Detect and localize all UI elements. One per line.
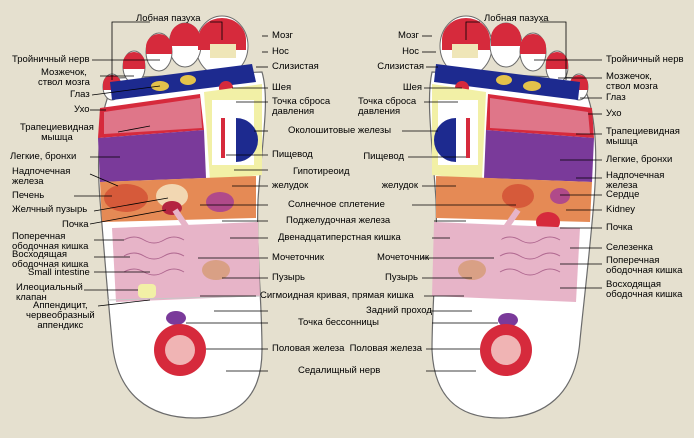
label-frontal-sinus-right: Лобная пазуха: [484, 13, 549, 24]
label-bladder-right: Пузырь: [385, 272, 418, 283]
label-stomach-right: желудок: [381, 180, 418, 191]
label-solar-plexus: Солнечное сплетение: [288, 199, 385, 210]
label-kidney-left: Почка: [62, 219, 89, 230]
label-esophagus-right: Пищевод: [363, 151, 404, 162]
label-genital-right: Половая железа: [349, 343, 422, 354]
label-mucosa-right: Слизистая: [377, 61, 424, 72]
label-ascending-colon-left: Восходящая ободочная кишка: [12, 249, 89, 270]
label-ureter-left: Мочеточник: [272, 252, 324, 263]
label-bladder-left: Пузырь: [272, 272, 305, 283]
label-appendix: Аппендицит, червеобразный аппендикс: [26, 300, 95, 331]
label-ureter-right: Мочеточник: [377, 252, 429, 263]
label-trapezius-left: Трапециевидная мышца: [20, 122, 94, 143]
label-trapezius-right: Трапециевидная мышца: [606, 126, 680, 147]
label-adrenal-left: Надпочечная железа: [12, 166, 71, 187]
label-lungs-right: Легкие, бронхи: [606, 154, 673, 165]
leader-lines: [74, 21, 602, 372]
label-brain-left: Мозг: [272, 30, 294, 41]
label-transverse-colon-left: Поперечная ободочная кишка: [12, 231, 89, 252]
label-anus: Задний проход: [366, 305, 432, 316]
label-kidney-right: Почка: [606, 222, 633, 233]
label-adrenal-right: Надпочечная железа: [606, 170, 665, 191]
label-heart: Сердце: [606, 189, 640, 200]
label-esophagus-left: Пищевод: [272, 149, 313, 160]
label-ear-right: Ухо: [606, 108, 622, 119]
label-brain-right: Мозг: [397, 30, 419, 41]
label-pancreas: Поджелудочная железа: [286, 215, 391, 226]
label-lungs-left: Легкие, бронхи: [10, 151, 77, 162]
label-liver: Печень: [12, 190, 45, 201]
label-gallbladder: Желчный пузырь: [12, 204, 88, 215]
label-pressure-point-left: Точка сброса давления: [272, 96, 331, 117]
label-stomach-left: желудок: [272, 180, 309, 191]
label-cerebellum-right: Мозжечок, ствол мозга: [606, 71, 658, 92]
label-transverse-colon-right: Поперечная ободочная кишка: [606, 255, 683, 276]
label-kidney-en: Kidney: [606, 204, 636, 215]
label-neck-right: Шея: [402, 82, 422, 93]
label-sciatic: Седалищный нерв: [298, 365, 381, 376]
label-frontal-sinus-left: Лобная пазуха: [136, 13, 201, 24]
label-sigmoid: Сигмоидная кривая, прямая кишка: [260, 290, 414, 301]
label-nose-left: Нос: [272, 46, 289, 57]
right-foot: [428, 15, 597, 419]
label-nose-right: Нос: [402, 46, 419, 57]
label-small-intestine: Small intestine: [28, 267, 90, 278]
label-cerebellum-left: Мозжечок, ствол мозга: [38, 67, 90, 88]
label-trigeminal-left: Тройничный нерв: [12, 54, 90, 65]
label-thyroid: Околошитовые железы: [288, 125, 392, 136]
label-duodenum: Двенадцатиперстная кишка: [278, 232, 401, 243]
label-eye-left: Глаз: [70, 89, 90, 100]
label-hypothyroid: Гипотиреоид: [293, 166, 350, 177]
label-insomnia: Точка бессонницы: [298, 317, 379, 328]
label-ear-left: Ухо: [74, 104, 90, 115]
label-pressure-point-right: Точка сброса давления: [358, 96, 417, 117]
label-ileocecal: Илеоциальный клапан: [16, 282, 83, 303]
label-genital-left: Половая железа: [272, 343, 345, 354]
label-descending-colon: Восходящая ободочная кишка: [606, 279, 683, 300]
label-mucosa-left: Слизистая: [272, 61, 319, 72]
label-trigeminal-right: Тройничный нерв: [606, 54, 684, 65]
left-foot: [97, 15, 267, 419]
label-neck-left: Шея: [272, 82, 292, 93]
label-spleen: Селезенка: [606, 242, 653, 253]
label-eye-right: Глаз: [606, 92, 626, 103]
